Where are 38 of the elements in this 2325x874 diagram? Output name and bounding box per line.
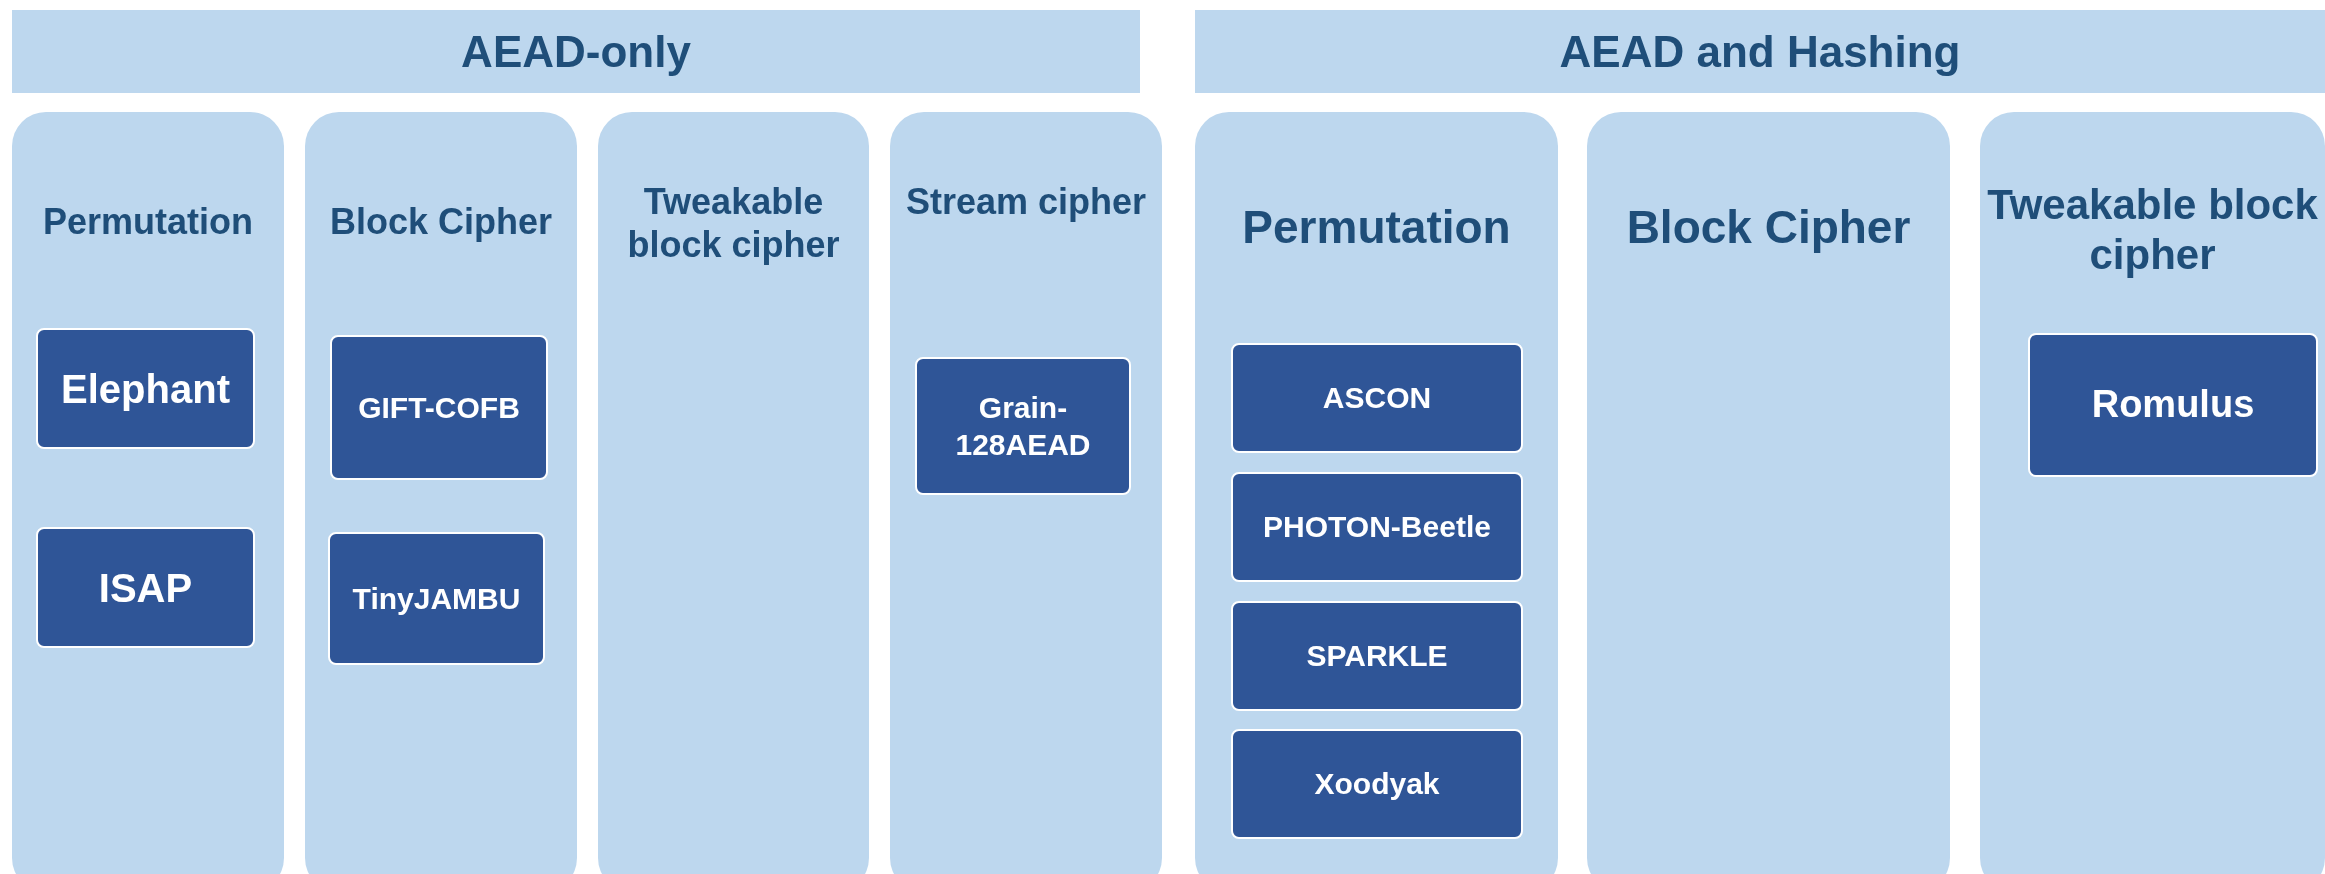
category-column bbox=[1195, 112, 1558, 874]
column-heading: Stream cipher bbox=[904, 180, 1148, 224]
category-column bbox=[12, 112, 284, 874]
algorithm-name: ISAP bbox=[98, 564, 193, 612]
category-column bbox=[890, 112, 1162, 874]
algorithm-name: SPARKLE bbox=[1306, 638, 1448, 675]
category-column bbox=[598, 112, 869, 874]
category-column bbox=[305, 112, 577, 874]
category-column bbox=[1980, 112, 2325, 874]
algorithm-box bbox=[36, 527, 255, 648]
category-column bbox=[1587, 112, 1950, 874]
banner-title: AEAD-only bbox=[461, 26, 691, 77]
algorithm-box bbox=[1231, 343, 1523, 453]
column-heading: Block Cipher bbox=[1625, 200, 1912, 255]
algorithm-name: PHOTON-Beetle bbox=[1263, 509, 1491, 546]
algorithm-box bbox=[330, 335, 548, 480]
algorithm-name: GIFT-COFB bbox=[358, 389, 520, 426]
algorithm-name: TinyJAMBU bbox=[352, 580, 521, 617]
column-heading: Tweakable block cipher bbox=[626, 180, 841, 267]
algorithm-name: Romulus bbox=[2091, 382, 2255, 428]
algorithm-box bbox=[1231, 729, 1523, 839]
algorithm-name: Elephant bbox=[61, 365, 230, 413]
algorithm-box bbox=[328, 532, 545, 665]
algorithm-box bbox=[915, 357, 1131, 495]
algorithm-box bbox=[1231, 601, 1523, 711]
category-banner bbox=[1195, 10, 2325, 93]
column-heading: Permutation bbox=[1241, 200, 1512, 255]
algorithm-box bbox=[36, 328, 255, 449]
algorithm-name: ASCON bbox=[1322, 380, 1432, 417]
column-heading: Tweakable block cipher bbox=[1986, 180, 2319, 281]
algorithm-box bbox=[2028, 333, 2318, 477]
algorithm-name: Grain-128AEAD bbox=[954, 389, 1092, 463]
algorithm-box bbox=[1231, 472, 1523, 582]
column-heading: Block Cipher bbox=[328, 200, 553, 244]
column-heading: Permutation bbox=[42, 200, 254, 244]
banner-title: AEAD and Hashing bbox=[1559, 26, 1961, 77]
category-banner bbox=[12, 10, 1140, 93]
algorithm-name: Xoodyak bbox=[1314, 766, 1440, 803]
